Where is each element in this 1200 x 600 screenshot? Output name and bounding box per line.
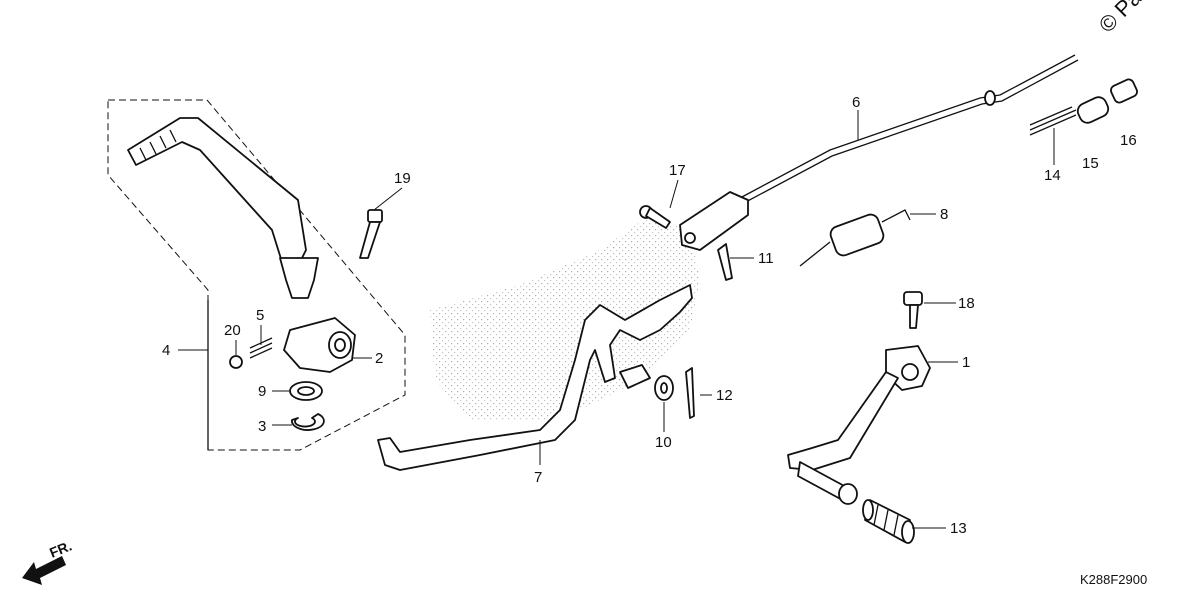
spring-14[interactable]: [1029, 106, 1077, 136]
callout-19: 19: [394, 170, 411, 187]
callout-14: 14: [1044, 167, 1061, 184]
direction-label: FR.: [47, 537, 74, 560]
leader-lines: [178, 110, 1055, 529]
callout-16: 16: [1120, 132, 1137, 149]
bolt-19[interactable]: [359, 209, 383, 259]
rubber-13[interactable]: [862, 499, 915, 544]
front-direction-arrow: FR.: [22, 537, 74, 585]
callout-8: 8: [940, 206, 948, 223]
bolt-18[interactable]: [903, 291, 923, 329]
callout-7: 7: [534, 469, 542, 486]
arrow-left-icon: [22, 556, 66, 585]
washer-9[interactable]: [289, 381, 323, 401]
callout-9: 9: [258, 383, 266, 400]
pin-17[interactable]: [639, 205, 671, 229]
callout-13: 13: [950, 520, 967, 537]
callout-5: 5: [256, 307, 264, 324]
circlip-3[interactable]: [291, 413, 325, 431]
callout-15: 15: [1082, 155, 1099, 172]
nut-16[interactable]: [1109, 78, 1138, 104]
brake-pedal[interactable]: [377, 284, 693, 471]
callout-2: 2: [375, 350, 383, 367]
callout-10: 10: [655, 434, 672, 451]
ball-20[interactable]: [229, 355, 243, 369]
callout-18: 18: [958, 295, 975, 312]
kickstarter-arm[interactable]: [127, 117, 319, 299]
callout-20: 20: [224, 322, 241, 339]
cotter-pin-12[interactable]: [685, 367, 695, 419]
callout-11: 11: [758, 250, 774, 267]
diagram-code: K288F2900: [1080, 572, 1147, 587]
kick-arm-boss[interactable]: [283, 317, 356, 373]
kickstarter-assembly-outline: [107, 99, 406, 451]
gearshift-pedal[interactable]: [787, 345, 931, 505]
callout-6: 6: [852, 94, 860, 111]
brake-rod[interactable]: [679, 54, 1079, 251]
washer-10[interactable]: [654, 375, 674, 401]
callout-4: 4: [162, 342, 170, 359]
copyright-text: © Par: [1094, 0, 1152, 38]
cotter-pin-11[interactable]: [717, 243, 733, 281]
joint-15[interactable]: [1075, 95, 1111, 126]
callout-17: 17: [669, 162, 686, 179]
return-spring-8[interactable]: [799, 209, 911, 267]
callout-1: 1: [962, 354, 970, 371]
callout-3: 3: [258, 418, 266, 435]
callout-12: 12: [716, 387, 733, 404]
